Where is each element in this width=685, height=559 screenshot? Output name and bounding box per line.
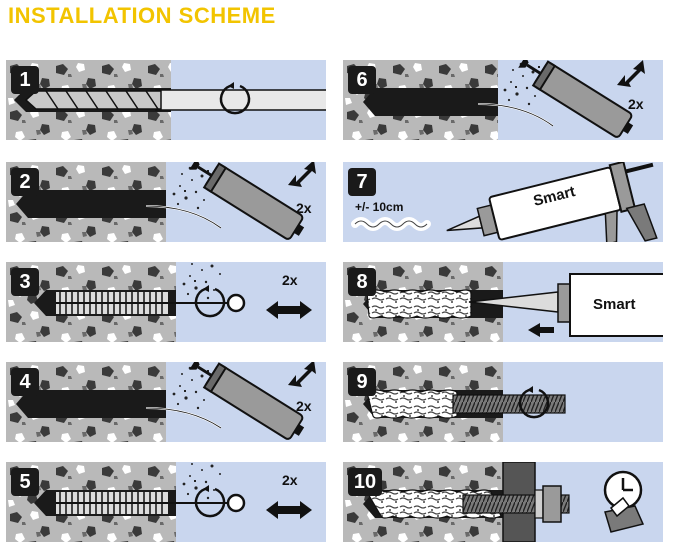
blow-pump-illustration <box>343 60 645 140</box>
step-7-distance-label: +/- 10cm <box>355 200 404 214</box>
step-10-number: 10 <box>348 468 382 496</box>
brush-illustration <box>6 262 312 342</box>
step-6-panel: 6 2x <box>343 60 663 140</box>
threaded-rod <box>452 394 566 414</box>
dust-particles <box>182 262 221 300</box>
cartridge-gun-illustration <box>351 162 658 242</box>
drill-illustration <box>6 60 326 140</box>
nut <box>542 485 562 523</box>
fixture-curing-illustration <box>343 462 645 542</box>
step-3-panel: 3 2x <box>6 262 326 342</box>
mortar-fill <box>366 389 458 419</box>
diagonal-arrow-icon <box>288 162 316 187</box>
step-9-panel: 9 <box>343 362 663 442</box>
cartridge-gun-icon <box>446 162 658 242</box>
withdraw-arrow-icon <box>528 323 554 337</box>
step-10-panel: 10 <box>343 462 663 542</box>
dust-particles <box>182 462 221 500</box>
step-9-number: 9 <box>348 368 376 396</box>
blow-pump-illustration <box>6 162 316 242</box>
step-8-number: 8 <box>348 268 376 296</box>
blow-pump-illustration <box>6 362 316 442</box>
rotation-icon <box>194 283 226 318</box>
curing-time-icon <box>603 470 645 533</box>
blow-pump-icon <box>184 162 311 242</box>
diagonal-arrow-icon <box>617 60 645 87</box>
step-1-number: 1 <box>11 66 39 94</box>
rotation-icon <box>194 483 226 518</box>
diagonal-arrow-icon <box>288 362 316 387</box>
step-2-panel: 2 2x <box>6 162 326 242</box>
step-7-number: 7 <box>348 168 376 196</box>
step-3-repeat-label: 2x <box>282 272 298 288</box>
step-2-repeat-label: 2x <box>296 200 312 216</box>
page-title: INSTALLATION SCHEME <box>8 3 276 28</box>
drill-bit <box>24 89 326 111</box>
push-pull-arrow-icon <box>266 501 312 519</box>
step-3-number: 3 <box>11 268 39 296</box>
step-2-number: 2 <box>11 168 39 196</box>
step-4-repeat-label: 2x <box>296 398 312 414</box>
step-6-number: 6 <box>348 66 376 94</box>
step-6-repeat-label: 2x <box>628 96 644 112</box>
brush-illustration <box>6 462 312 542</box>
step-5-repeat-label: 2x <box>282 472 298 488</box>
step-4-panel: 4 2x <box>6 362 326 442</box>
mortar-fill <box>366 289 472 319</box>
push-pull-arrow-icon <box>266 301 312 319</box>
step-7-panel: 7 +/- 10cm Smart <box>343 162 663 242</box>
washer <box>534 489 544 519</box>
step-4-number: 4 <box>11 368 39 396</box>
step-1-panel: 1 <box>6 60 326 140</box>
blow-pump-icon <box>184 362 311 442</box>
step-8-brand-label: Smart <box>593 296 636 313</box>
step-5-panel: 5 2x <box>6 462 326 542</box>
rod-insertion-illustration <box>343 362 566 442</box>
step-5-number: 5 <box>11 468 39 496</box>
step-8-panel: 8 Smart <box>343 262 663 342</box>
